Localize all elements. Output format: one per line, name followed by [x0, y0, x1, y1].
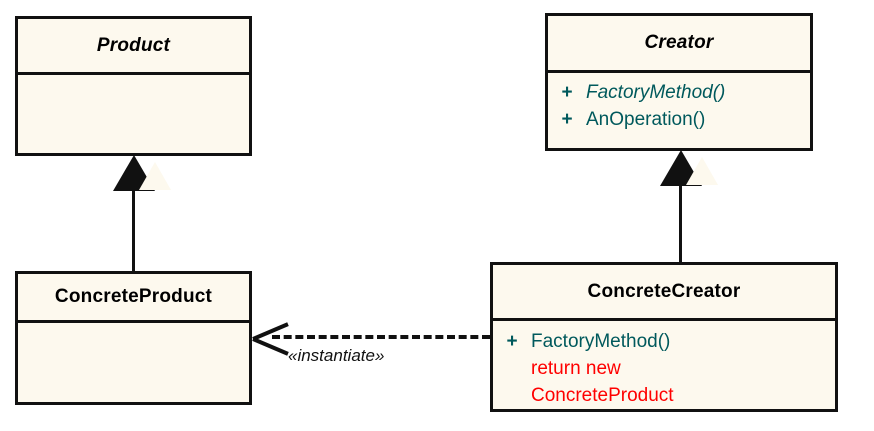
member-name: FactoryMethod()	[531, 331, 671, 352]
class-members-product	[18, 75, 249, 153]
member-visibility: +	[561, 82, 573, 103]
triangle-inner-fill	[139, 162, 171, 190]
code-line: ConcreteProduct	[531, 385, 674, 406]
triangle-inner-fill	[686, 157, 718, 185]
class-name-concrete-creator: ConcreteCreator	[587, 280, 741, 302]
member-name: FactoryMethod()	[586, 82, 726, 103]
dependency-stereotype-label: «instantiate»	[288, 346, 385, 365]
class-box-product[interactable]: Product	[15, 16, 252, 156]
generalization-line	[132, 189, 135, 273]
class-name-concrete-product: ConcreteProduct	[54, 286, 213, 307]
class-members-concrete-creator: + FactoryMethod() return new ConcretePro…	[493, 321, 835, 409]
class-members-concrete-product	[18, 323, 249, 402]
class-name-product: Product	[96, 34, 171, 56]
hollow-triangle-icon	[660, 150, 718, 186]
class-name-creator: Creator	[644, 32, 714, 53]
code-line: return new	[531, 358, 621, 379]
member-row[interactable]: + AnOperation()	[548, 106, 810, 133]
class-members-creator: + FactoryMethod() + AnOperation()	[548, 73, 810, 148]
class-divider	[18, 72, 249, 75]
dependency-dashed-line	[272, 335, 490, 339]
hollow-triangle-icon	[113, 155, 171, 191]
member-name: AnOperation()	[586, 109, 706, 130]
class-box-creator[interactable]: Creator + FactoryMethod() + AnOperation(…	[545, 13, 813, 151]
class-divider	[493, 318, 835, 321]
member-visibility: +	[561, 109, 573, 130]
class-box-concrete-creator[interactable]: ConcreteCreator + FactoryMethod() return…	[490, 262, 838, 412]
generalization-line	[679, 184, 682, 264]
class-divider	[18, 320, 249, 323]
member-row[interactable]: + FactoryMethod()	[548, 79, 810, 106]
member-visibility: +	[506, 331, 518, 352]
class-box-concrete-product[interactable]: ConcreteProduct	[15, 271, 252, 405]
member-row[interactable]: + FactoryMethod()	[493, 328, 835, 355]
class-divider	[548, 70, 810, 73]
